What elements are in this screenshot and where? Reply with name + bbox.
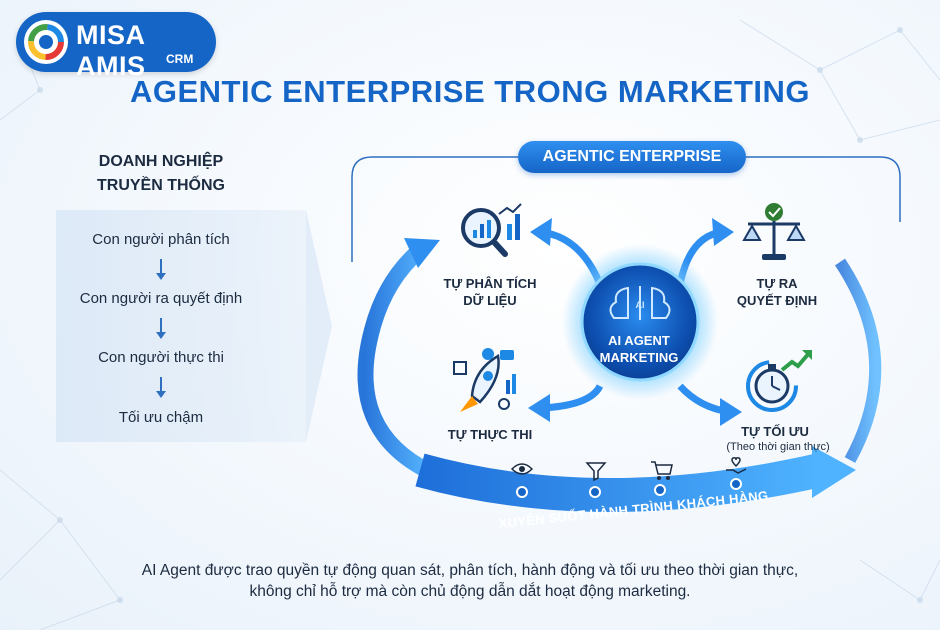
caption-line2: không chỉ hỗ trợ mà còn chủ động dẫn dắt…: [249, 583, 691, 600]
analytics-magnifier-icon: [461, 203, 522, 257]
brand-name: MISA AMIS: [76, 20, 146, 81]
loop-arrow-right: [834, 258, 882, 463]
node-optimize-label: TỰ TỐI ƯU: [741, 424, 809, 439]
brand-sub: CRM: [166, 52, 194, 66]
ai-core: [580, 262, 700, 382]
brand-logo: MISA AMIS CRM: [16, 12, 216, 81]
ai-agent-line1: AI AGENT: [608, 333, 670, 348]
node-analyze-line1: TỰ PHÂN TÍCH: [443, 276, 537, 291]
arrow-down-icon: [156, 318, 166, 339]
stopwatch-growth-icon: [746, 350, 812, 412]
caption-line1: AI Agent được trao quyền tự động quan sá…: [141, 562, 799, 579]
traditional-step: Tối ưu chậm: [118, 409, 204, 426]
journey-band: [415, 453, 824, 512]
agentic-frame: [351, 156, 518, 262]
traditional-title-line2: TRUYỀN THỐNG: [97, 177, 225, 194]
rocket-icon: [453, 348, 516, 412]
node-decide-line1: TỰ RA: [756, 276, 798, 291]
page-title: AGENTIC ENTERPRISE TRONG MARKETING: [129, 74, 811, 109]
eye-icon: [510, 463, 534, 475]
svg-text:AI: AI: [636, 300, 645, 310]
traditional-title-line1: DOANH NGHIỆP: [98, 153, 224, 170]
node-analyze-label: TỰ PHÂN TÍCH DỮ LIỆU: [430, 275, 550, 309]
arrow-down-icon: [156, 377, 166, 398]
traditional-step: Con người thực thi: [98, 349, 224, 366]
traditional-step: Con người phân tích: [92, 231, 230, 248]
node-decide-line2: QUYẾT ĐỊNH: [736, 293, 818, 308]
ai-agent-line2: MARKETING: [599, 350, 679, 365]
logo-swirl-icon: [24, 20, 68, 64]
cart-icon: [651, 461, 673, 480]
loop-arrow-left: [357, 242, 438, 480]
scale-check-icon: [742, 203, 806, 260]
traditional-panel: [56, 210, 306, 442]
node-analyze-line2: DỮ LIỆU: [463, 293, 517, 308]
node-execute-label: TỰ THỰC THI: [447, 427, 533, 442]
heart-hand-icon: [726, 457, 747, 474]
node-decide-label: TỰ RA QUYẾT ĐỊNH: [722, 275, 832, 309]
brain-icon: [609, 286, 671, 320]
traditional-title: DOANH NGHIỆP TRUYỀN THỐNG: [62, 150, 260, 198]
arrow-down-icon: [156, 259, 166, 280]
agentic-label: AGENTIC ENTERPRISE: [518, 141, 746, 173]
ai-agent-label: AI AGENT MARKETING: [580, 332, 698, 366]
traditional-step: Con người ra quyết định: [79, 290, 243, 307]
filter-icon: [585, 462, 607, 482]
node-optimize-sub: (Theo thời gian thực): [726, 441, 830, 453]
